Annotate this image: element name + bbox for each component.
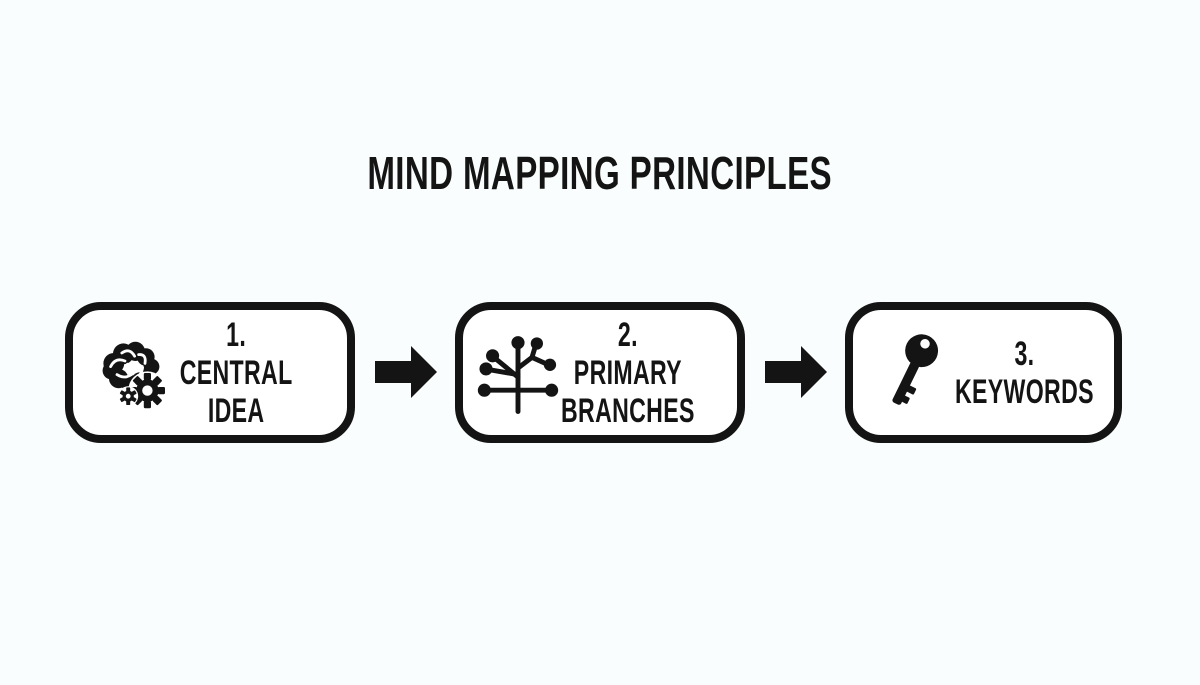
step-label-keywords: 3. KEYWORDS bbox=[955, 334, 1094, 411]
flow-step-keywords: 3. KEYWORDS bbox=[845, 302, 1122, 443]
flow-step-primary-branches: 2. PRIMARY BRANCHES bbox=[455, 302, 745, 443]
page-title-text: MIND MAPPING PRINCIPLES bbox=[367, 147, 833, 199]
branch-nodes-icon bbox=[477, 335, 559, 414]
step-label-central-idea: 1. CENTRAL IDEA bbox=[179, 315, 293, 430]
key-icon bbox=[892, 334, 939, 405]
step-label-primary-branches: 2. PRIMARY BRANCHES bbox=[561, 315, 695, 430]
arrow-right-icon bbox=[765, 346, 827, 398]
arrow-right-icon bbox=[375, 346, 437, 398]
brain-gears-icon bbox=[102, 341, 167, 410]
flow-step-central-idea: 1. CENTRAL IDEA bbox=[65, 302, 355, 443]
page-title: MIND MAPPING PRINCIPLES bbox=[0, 146, 1200, 200]
